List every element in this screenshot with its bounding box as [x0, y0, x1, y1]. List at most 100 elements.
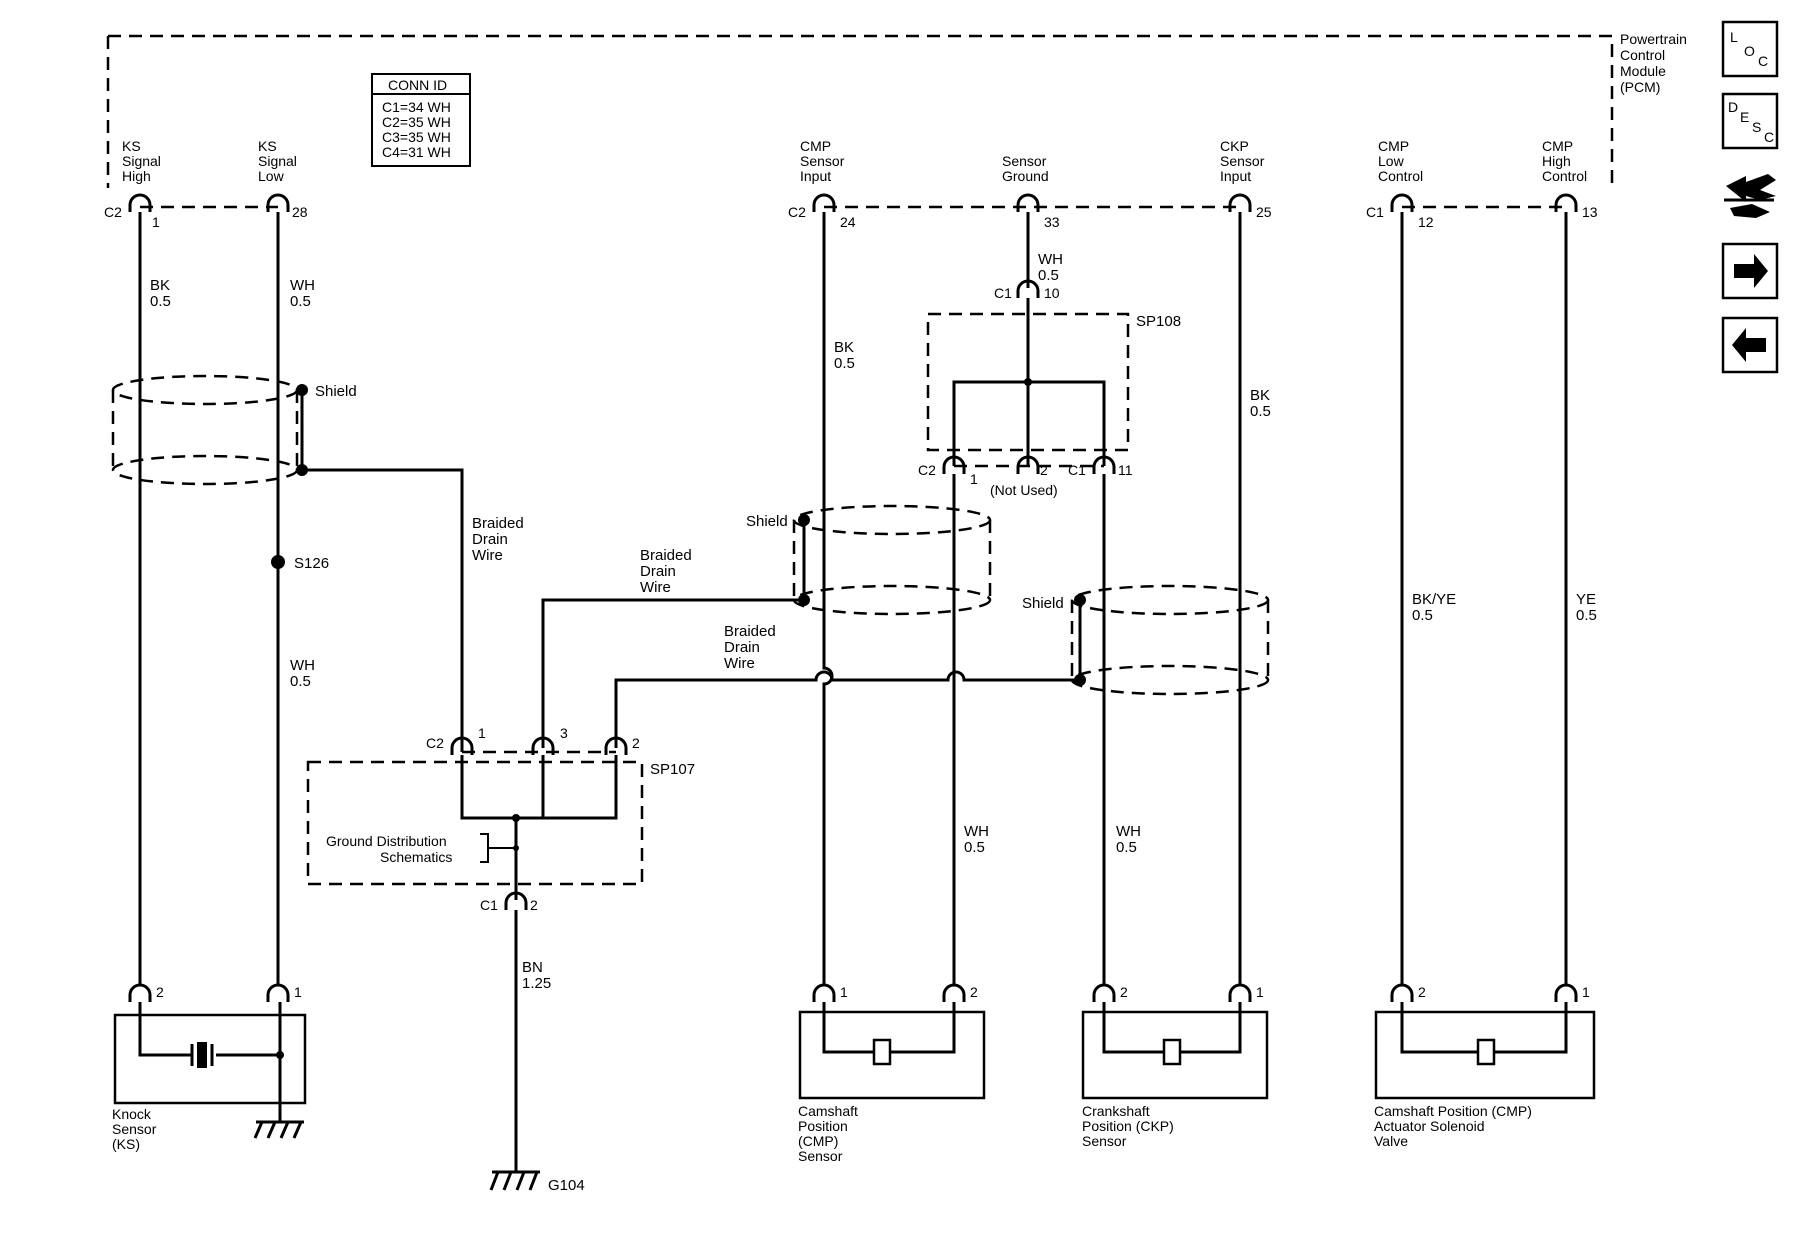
ckp-shield-label: Shield: [1022, 595, 1064, 612]
wire-cmp-input-color: BK: [834, 339, 854, 356]
ckp-sensor-pin-num: 1: [1256, 984, 1264, 1000]
wire-cmp-low-size: 0.5: [1412, 607, 1433, 624]
pin-name-ks-low-1: KS: [258, 138, 277, 154]
pin-name-cmp-low-2: Low: [1378, 153, 1405, 169]
arrow-left-icon[interactable]: [1721, 316, 1779, 374]
pin-name-cmp-low-1: CMP: [1378, 138, 1409, 154]
pcm-pin-num: 1: [152, 214, 160, 230]
wire-cmp-high-size: 0.5: [1576, 607, 1597, 624]
ground-symbol: [489, 1170, 540, 1191]
desc-letter: E: [1740, 109, 1749, 125]
pin-name-sensor-ground-2: Ground: [1002, 168, 1049, 184]
pcm-pin-num: 33: [1044, 214, 1060, 230]
cmp-valve-label-3: Valve: [1374, 1133, 1408, 1149]
sp108-not-used: (Not Used): [990, 482, 1058, 498]
cmp-sensor: [798, 1002, 986, 1100]
desc-button[interactable]: D E S C: [1721, 92, 1779, 150]
connector-icon[interactable]: [1724, 174, 1776, 218]
ks-label-3: (KS): [112, 1136, 140, 1152]
pcm-label-3: Module: [1620, 63, 1666, 79]
ground-label: G104: [548, 1177, 585, 1194]
cmp-sensor-label-1: Camshaft: [798, 1103, 858, 1119]
pcm-conn-label: C1: [1366, 204, 1384, 220]
pcm-pin-num: 25: [1256, 204, 1272, 220]
pin-name-sensor-ground-1: Sensor: [1002, 153, 1047, 169]
cmp-valve-pin-num: 2: [1418, 984, 1426, 1000]
sp107-node: [512, 814, 520, 822]
wire-ks-low-color: WH: [290, 277, 315, 294]
sp107-ref-1: Ground Distribution: [326, 833, 447, 849]
pcm-pin-num: 13: [1582, 204, 1598, 220]
wire-cmp-input-size: 0.5: [834, 355, 855, 372]
pin-name-ks-low-3: Low: [258, 168, 285, 184]
wire-cmp-ground-size: 0.5: [964, 839, 985, 856]
wire-ground-color: BN: [522, 959, 543, 976]
cmp-valve-label-1: Camshaft Position (CMP): [1374, 1103, 1532, 1119]
loc-letter: O: [1744, 43, 1755, 59]
pin-name-cmp-input-1: CMP: [800, 138, 831, 154]
wire-ckp-ground-color: WH: [1116, 823, 1141, 840]
ks-pin-num: 1: [294, 984, 302, 1000]
loc-letter: L: [1730, 29, 1738, 45]
ks-label-2: Sensor: [112, 1121, 157, 1137]
drain-label-cmp-1: Braided: [640, 547, 692, 564]
ks-label-1: Knock: [112, 1106, 152, 1122]
conn-id-row: C4=31 WH: [382, 144, 451, 160]
drain-label-ks-1: Braided: [472, 515, 524, 532]
pcm-pin-num: 28: [292, 204, 308, 220]
pcm-pin-num: 12: [1418, 214, 1434, 230]
cmp-sensor-label-2: Position: [798, 1118, 848, 1134]
sp108-box: [926, 312, 1130, 452]
ckp-sensor: [1081, 1002, 1269, 1100]
ground-terminal: [504, 891, 528, 910]
pcm-label-1: Powertrain: [1620, 31, 1687, 47]
sp108-top-num: 10: [1044, 285, 1060, 301]
sp108-left-num: 1: [970, 471, 978, 487]
cmp-sensor-pin-num: 1: [840, 984, 848, 1000]
drain-wire-ckp: [614, 670, 1080, 748]
wire-cmp-high-color: YE: [1576, 591, 1596, 608]
pin-name-ks-high-3: High: [122, 168, 151, 184]
sp107-bus: [460, 755, 618, 820]
conn-id-row: C2=35 WH: [382, 114, 451, 130]
wire-ckp-input-color: BK: [1250, 387, 1270, 404]
pin-name-ckp-input-1: CKP: [1220, 138, 1249, 154]
pin-name-cmp-low-3: Control: [1378, 168, 1423, 184]
knock-sensor: [113, 1002, 307, 1139]
pcm-pin-num: 24: [840, 214, 856, 230]
ckp-sensor-label-2: Position (CKP): [1082, 1118, 1174, 1134]
pcm-label-2: Control: [1620, 47, 1665, 63]
sp107-name: SP107: [650, 761, 695, 778]
drain-wire-ks: [302, 468, 464, 752]
drain-label-ckp-1: Braided: [724, 623, 776, 640]
ground-conn-label: C1: [480, 897, 498, 913]
wire-ground-size: 1.25: [522, 975, 551, 992]
drain-label-cmp-2: Drain: [640, 563, 676, 580]
pin-name-ckp-input-2: Sensor: [1220, 153, 1265, 169]
pin-name-cmp-input-3: Input: [800, 168, 831, 184]
arrow-right-icon[interactable]: [1721, 242, 1779, 300]
cmp-shield-label: Shield: [746, 513, 788, 530]
wire-sensor-ground-color: WH: [1038, 251, 1063, 268]
ks-terminals: [128, 983, 290, 1002]
ckp-sensor-label-3: Sensor: [1082, 1133, 1127, 1149]
conn-id-row: C3=35 WH: [382, 129, 451, 145]
ckp-sensor-pin-num: 2: [1120, 984, 1128, 1000]
loc-button[interactable]: L O C: [1721, 20, 1779, 78]
pin-name-ckp-input-3: Input: [1220, 168, 1251, 184]
ks-shield-label: Shield: [315, 383, 357, 400]
drain-label-cmp-3: Wire: [640, 579, 671, 596]
sp108-top-conn: C1: [994, 285, 1012, 301]
sp107-pin-num: 3: [560, 725, 568, 741]
wire-cmp-low-color: BK/YE: [1412, 591, 1456, 608]
sp108-terminals: [942, 455, 1116, 474]
pin-name-ks-high-2: Signal: [122, 153, 161, 169]
desc-letter: S: [1752, 119, 1761, 135]
sp108-top-terminal: [1016, 279, 1040, 298]
sp108-right-num: 11: [1118, 462, 1133, 478]
splice-s126: [271, 555, 285, 569]
wire-sensor-ground-size: 0.5: [1038, 267, 1059, 284]
wire-ks-high-size: 0.5: [150, 293, 171, 310]
desc-letter: C: [1764, 129, 1774, 145]
